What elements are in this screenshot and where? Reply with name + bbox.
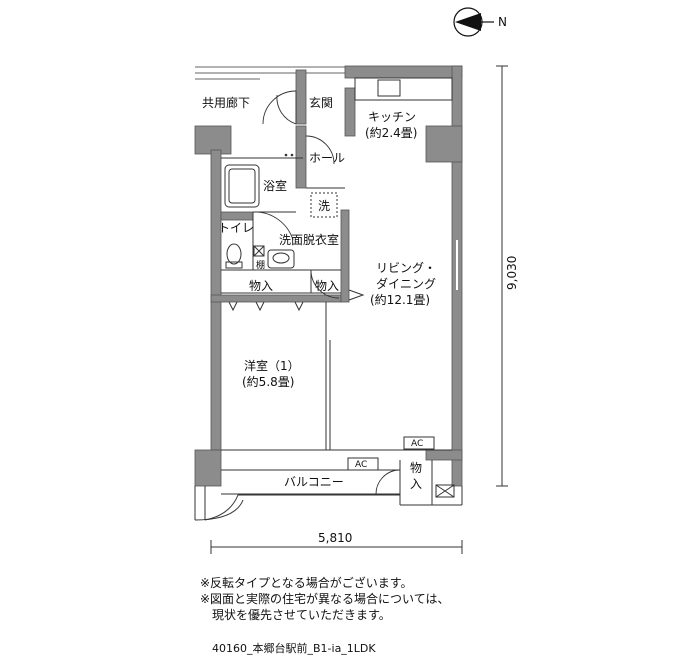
living-label-line2: ダイニング bbox=[376, 276, 436, 291]
note-current-state: 現状を優先させていただきます。 bbox=[212, 608, 391, 622]
note-differences: ※図面と実際の住宅が異なる場合については、 bbox=[200, 592, 450, 606]
kitchen-size-label: (約2.4畳) bbox=[365, 125, 417, 140]
western-room-size-label: (約5.8畳) bbox=[242, 374, 294, 389]
bathtub bbox=[224, 164, 260, 208]
washbasin-icon bbox=[267, 249, 295, 269]
washer-box bbox=[310, 192, 338, 218]
toilet-label: トイレ bbox=[218, 221, 254, 235]
living-label-line1: リビング・ bbox=[376, 261, 436, 275]
balcony-rail bbox=[194, 486, 400, 521]
storage-label-2: 物入 bbox=[315, 279, 339, 293]
entrance-label: 玄関 bbox=[309, 95, 333, 110]
storage-label-1: 物入 bbox=[249, 279, 273, 293]
dots bbox=[284, 153, 294, 157]
ac-label-1: AC bbox=[411, 439, 423, 449]
meter-box-icon bbox=[253, 245, 455, 498]
note-reversed-type: ※反転タイプとなる場合がございます。 bbox=[200, 576, 413, 590]
width-dimension: 5,810 bbox=[318, 531, 352, 545]
depth-dimension: 9,030 bbox=[505, 256, 519, 290]
western-room-label: 洋室（1） bbox=[244, 358, 300, 373]
plan-caption: 40160_本郷台駅前_B1-ia_1LDK bbox=[212, 642, 376, 655]
corridor-label: 共用廊下 bbox=[202, 95, 250, 110]
toilet-icon bbox=[225, 243, 243, 269]
kitchen-label: キッチン bbox=[368, 110, 416, 124]
door-swings bbox=[252, 90, 401, 495]
kitchen-counter bbox=[354, 77, 453, 101]
closet-triangles bbox=[228, 289, 365, 312]
corridor-lines bbox=[195, 66, 345, 80]
washroom-label: 洗面脱衣室 bbox=[279, 232, 339, 247]
balcony-storage-label-2: 入 bbox=[410, 477, 422, 491]
north-label: N bbox=[498, 15, 507, 29]
living-size-label: (約12.1畳) bbox=[370, 292, 430, 307]
ac-label-2: AC bbox=[355, 460, 367, 470]
washer-label: 洗 bbox=[318, 199, 330, 213]
hall-label: ホール bbox=[309, 151, 345, 165]
exterior-walls bbox=[194, 65, 463, 487]
dimension-lines bbox=[210, 65, 508, 554]
ac-boxes bbox=[347, 436, 435, 471]
balcony-label: バルコニー bbox=[284, 475, 344, 489]
north-arrow-icon bbox=[453, 7, 494, 37]
balcony-storage-label-1: 物 bbox=[410, 461, 422, 475]
bath-label: 浴室 bbox=[263, 178, 287, 193]
shelf-label: 棚 bbox=[256, 259, 265, 271]
